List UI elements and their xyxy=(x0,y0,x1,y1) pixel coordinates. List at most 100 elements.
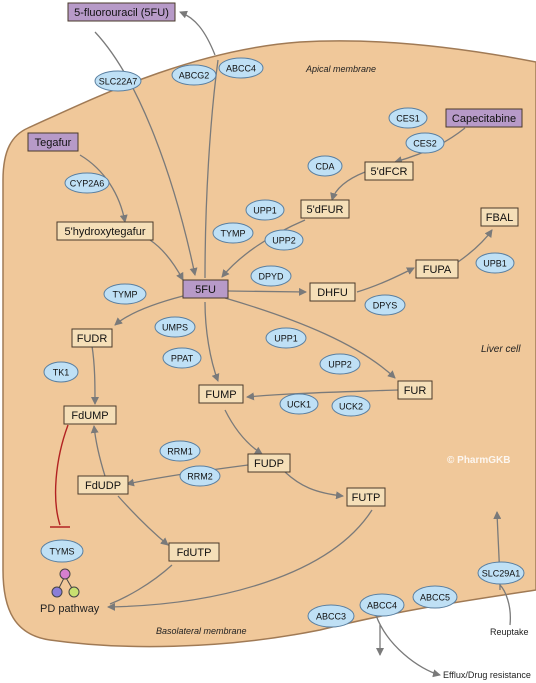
enzyme-ppat: PPAT xyxy=(162,347,202,369)
enzyme-label: TYMS xyxy=(49,547,74,557)
enzyme-upp2-b: UPP2 xyxy=(319,353,361,375)
enzyme-upp1-a: UPP1 xyxy=(245,199,285,221)
node-capecitabine: Capecitabine xyxy=(445,108,523,128)
watermark: © PharmGKB xyxy=(447,455,511,466)
node-label: 5FU xyxy=(195,284,216,296)
enzyme-upp1-b: UPP1 xyxy=(265,327,307,349)
enzyme-ces1: CES1 xyxy=(388,107,428,129)
node-fudr: FUDR xyxy=(71,328,113,348)
inhibition-line xyxy=(50,424,70,528)
enzyme-upb1: UPB1 xyxy=(475,252,515,274)
enzyme-label: UPB1 xyxy=(483,259,507,269)
enzyme-label: TK1 xyxy=(53,368,70,378)
enzyme-slc29a1: SLC29A1 xyxy=(477,561,525,585)
enzyme-upp2-a: UPP2 xyxy=(264,229,304,251)
node-dfur: 5'dFUR xyxy=(300,199,350,219)
node-fudp: FUDP xyxy=(247,453,291,473)
node-fur: FUR xyxy=(397,380,433,400)
enzyme-tymp-a: TYMP xyxy=(212,222,254,244)
enzyme-label: DPYD xyxy=(258,272,284,282)
enzyme-slc22a7: SLC22A7 xyxy=(94,70,142,92)
arrow-dfcr-to-dfur xyxy=(330,171,366,201)
arrow-futp-to-pd xyxy=(107,509,373,611)
enzyme-cda: CDA xyxy=(307,155,343,177)
node-fdudp: FdUDP xyxy=(77,475,129,495)
node-label: FUDR xyxy=(77,333,108,345)
arrow-fdudp-to-fdump xyxy=(90,425,106,477)
node-label: FdUTP xyxy=(177,547,212,559)
arrow-fur-to-fump xyxy=(246,389,399,401)
enzyme-label: SLC22A7 xyxy=(99,77,138,87)
enzyme-label: UPP2 xyxy=(272,236,296,246)
node-label: DHFU xyxy=(317,287,348,299)
node-label: FdUMP xyxy=(71,410,108,422)
arrow-hydroxy-to-5fu xyxy=(149,239,184,281)
enzyme-label: UPP2 xyxy=(328,360,352,370)
enzyme-label: CYP2A6 xyxy=(70,179,105,189)
reaction-arrows xyxy=(79,10,511,678)
arrow-abcg2-efflux xyxy=(179,10,216,56)
enzyme-label: RRM2 xyxy=(187,472,213,482)
enzyme-cyp2a6: CYP2A6 xyxy=(64,172,110,194)
node-label: FBAL xyxy=(486,212,514,224)
arrow-5fu-to-abcc4 xyxy=(204,59,219,279)
enzyme-label: ABCG2 xyxy=(179,71,210,81)
node-label: 5'dFCR xyxy=(371,166,408,178)
reuptake-label: Reuptake xyxy=(490,627,529,637)
arrow-5fu-to-fudr xyxy=(114,295,184,326)
node-fbal: FBAL xyxy=(480,207,519,227)
arrow-fump-to-fudp xyxy=(224,409,263,455)
node-label: Capecitabine xyxy=(452,113,516,125)
enzyme-label: PPAT xyxy=(171,354,194,364)
enzyme-uck1: UCK1 xyxy=(279,393,319,415)
node-label: 5'dFUR xyxy=(307,204,344,216)
enzyme-label: DPYS xyxy=(373,301,398,311)
arrow-5fu-to-fump xyxy=(204,301,220,382)
enzyme-ces2: CES2 xyxy=(405,132,445,154)
pd-pathway-label: PD pathway xyxy=(40,603,100,615)
enzyme-tk1: TK1 xyxy=(43,361,79,383)
enzyme-label: CDA xyxy=(315,162,334,172)
enzyme-rrm1: RRM1 xyxy=(159,440,201,462)
enzyme-label: ABCC3 xyxy=(316,612,346,622)
node-label: FUPA xyxy=(423,264,452,276)
enzyme-ellipses: SLC22A7ABCG2ABCC4CES1CES2CDACYP2A6UPP1TY… xyxy=(40,57,525,628)
node-fump: FUMP xyxy=(198,384,244,404)
arrow-5fu-to-fur xyxy=(224,297,396,379)
arrow-tegafur-to-hydroxy xyxy=(79,154,128,223)
enzyme-label: ABCC4 xyxy=(226,64,256,74)
node-fu-out: 5-fluorouracil (5FU) xyxy=(67,2,176,22)
enzyme-abcc5: ABCC5 xyxy=(412,585,458,609)
enzyme-label: UCK2 xyxy=(339,402,363,412)
arrow-fupa-to-fbal xyxy=(457,229,493,263)
pd-pathway-icon xyxy=(51,568,80,598)
arrow-fudr-to-fdump xyxy=(90,345,99,405)
node-fu: 5FU xyxy=(182,279,229,299)
enzyme-label: TYMP xyxy=(220,229,245,239)
node-tegafur: Tegafur xyxy=(27,132,79,152)
enzyme-label: ABCC5 xyxy=(420,593,450,603)
enzyme-abcg2: ABCG2 xyxy=(171,64,217,86)
compound-boxes: 5-fluorouracil (5FU) Tegafur Capecitabine 5… xyxy=(27,2,523,562)
apical-membrane-label: Apical membrane xyxy=(305,64,376,74)
arrow-reuptake-in xyxy=(499,584,511,626)
enzyme-uck2: UCK2 xyxy=(331,395,371,417)
node-fupa: FUPA xyxy=(415,259,459,279)
arrow-efflux xyxy=(374,611,441,678)
enzyme-label: UPP1 xyxy=(253,206,277,216)
enzyme-label: CES1 xyxy=(396,114,420,124)
node-label: FUTP xyxy=(352,492,381,504)
node-fdump: FdUMP xyxy=(63,405,117,425)
node-label: Tegafur xyxy=(35,137,72,149)
enzyme-dpys: DPYS xyxy=(364,294,406,316)
arrow-fdutp-to-pd xyxy=(109,564,173,605)
enzyme-label: UPP1 xyxy=(274,334,298,344)
node-fdutp: FdUTP xyxy=(168,542,220,562)
arrow-dfur-to-5fu xyxy=(221,219,306,278)
enzyme-abcc4-top: ABCC4 xyxy=(218,57,264,79)
enzyme-label: RRM1 xyxy=(167,447,193,457)
node-label: 5-fluorouracil (5FU) xyxy=(74,7,169,19)
arrow-slc22a7-uptake xyxy=(94,31,198,276)
basolateral-membrane-label: Basolateral membrane xyxy=(156,626,247,636)
